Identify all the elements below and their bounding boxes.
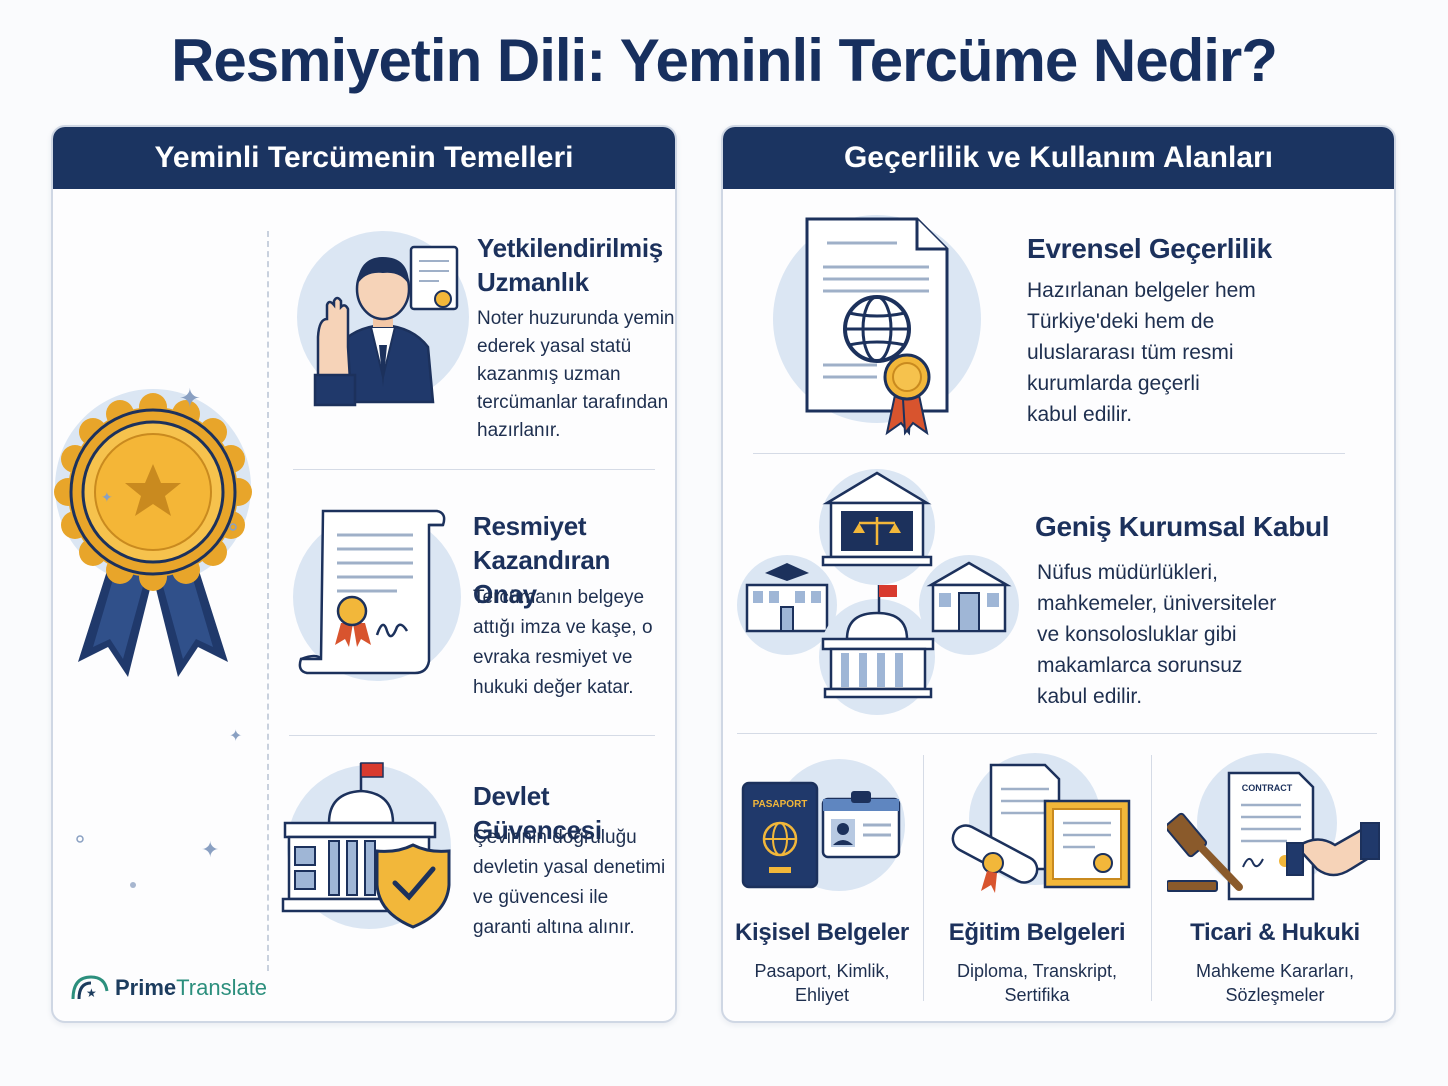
medal-icon: ✦ ✦ ✦ — [54, 384, 252, 677]
title-line: Uzmanlık — [477, 267, 589, 297]
column-divider — [923, 755, 924, 1001]
section-divider — [293, 469, 655, 470]
section-divider — [289, 735, 655, 736]
page-title: Resmiyetin Dili: Yeminli Tercüme Nedir? — [171, 27, 1278, 94]
logo-text-translate: Translate — [176, 975, 268, 1000]
logo-mark-icon: ★ — [71, 975, 109, 1000]
text-line: Türkiye'deki hem de — [1027, 310, 1215, 333]
institutions-icon — [737, 469, 1019, 715]
state-guarantee-text: Çevirinin doğruluğu devletin yasal denet… — [473, 823, 665, 943]
text-line: makamlarca sorunsuz — [1037, 654, 1243, 677]
globe-document-icon — [773, 215, 981, 436]
state-guarantee-title: Devlet Güvencesi — [473, 781, 602, 845]
fundamentals-panel-header: Yeminli Tercümenin Temelleri — [53, 127, 675, 189]
contract-gavel-handshake-icon: CONTRACT — [1167, 753, 1380, 901]
personal-documents-title: Kişisel Belgeler — [735, 919, 909, 946]
text-line: uluslararası tüm resmi — [1027, 341, 1234, 364]
education-documents-title: Eğitim Belgeleri — [948, 919, 1126, 946]
text-line: attığı imza ve kaşe, o — [473, 617, 653, 638]
usage-panel: Geçerlilik ve Kullanım Alanları Evrensel… — [721, 125, 1396, 1023]
text-line: Noter huzurunda yemin — [477, 308, 675, 329]
text-line: kabul edilir. — [1037, 685, 1143, 708]
text-line: Mahkeme Kararları, — [1195, 961, 1355, 981]
education-documents-text: Diploma, Transkript, Sertifika — [923, 959, 1151, 1007]
universal-validity-text: Hazırlanan belgeler hem Türkiye'deki hem… — [1027, 275, 1256, 430]
svg-text:✦: ✦ — [201, 838, 219, 863]
svg-text:★: ★ — [86, 986, 97, 1000]
title-line: Yetkilendirilmiş — [477, 233, 663, 263]
text-line: evraka resmiyet ve — [473, 647, 633, 668]
text-line: devletin yasal denetimi — [473, 857, 666, 878]
text-line: Çevirinin doğruluğu — [473, 827, 637, 848]
logo-text-prime: Prime — [115, 975, 177, 1000]
svg-text:✦: ✦ — [179, 384, 201, 414]
text-line: Sözleşmeler — [1225, 985, 1325, 1005]
text-line: mahkemeler, üniversiteler — [1037, 592, 1277, 615]
section-divider — [737, 733, 1377, 734]
fundamentals-panel: Yeminli Tercümenin Temelleri — [51, 125, 677, 1023]
universal-validity-title: Evrensel Geçerlilik — [1027, 233, 1272, 264]
diploma-certificate-icon — [951, 753, 1131, 893]
column-divider — [1151, 755, 1152, 1001]
authorized-expertise-title: Yetkilendirilmiş Uzmanlık — [477, 231, 663, 299]
institutional-acceptance-text: Nüfus müdürlükleri, mahkemeler, üniversi… — [1037, 557, 1276, 712]
sworn-translator-icon — [297, 231, 469, 407]
text-line: Diploma, Transkript, — [956, 961, 1118, 981]
approval-title: Resmiyet Kazandıran Onay — [473, 509, 675, 611]
contract-badge-text: CONTRACT — [1242, 783, 1293, 793]
text-line: Sertifika — [1004, 985, 1070, 1005]
text-line: Ehliyet — [794, 985, 850, 1005]
text-line: ve konsolosluklar gibi — [1037, 623, 1237, 646]
personal-documents-text: Pasaport, Kimlik, Ehliyet — [723, 959, 921, 1007]
text-line: kurumlarda geçerli — [1027, 372, 1200, 395]
commercial-legal-title: Ticari & Hukuki — [1190, 919, 1360, 946]
title-line: Kazandıran Onay — [473, 545, 611, 609]
text-line: garanti altına alınır. — [473, 917, 635, 938]
text-line: Tercümanın belgeye — [473, 587, 645, 608]
passport-badge-text: PASAPORT — [753, 799, 808, 810]
signed-document-icon — [293, 509, 461, 681]
svg-text:✦: ✦ — [101, 490, 113, 506]
section-divider — [753, 453, 1345, 454]
title-line: Resmiyet — [473, 511, 587, 541]
institutional-acceptance-title: Geniş Kurumsal Kabul — [1035, 511, 1330, 542]
text-line: Hazırlanan belgeler hem — [1027, 279, 1256, 302]
authorized-expertise-text: Noter huzurunda yemin ederek yasal statü… — [477, 305, 675, 445]
text-line: kabul edilir. — [1027, 403, 1133, 426]
prime-translate-logo: ★ PrimeTranslate — [69, 973, 267, 1003]
text-line: hazırlanır. — [477, 420, 561, 441]
commercial-legal-text: Mahkeme Kararları, Sözleşmeler — [1153, 959, 1394, 1007]
text-line: kazanmış uzman — [477, 364, 621, 385]
approval-text: Tercümanın belgeye attığı imza ve kaşe, … — [473, 583, 653, 703]
svg-text:✦: ✦ — [229, 726, 242, 745]
timeline-dashed-line — [267, 231, 269, 971]
text-line: Pasaport, Kimlik, — [754, 961, 890, 981]
text-line: Nüfus müdürlükleri, — [1037, 561, 1218, 584]
text-line: tercümanlar tarafından — [477, 392, 669, 413]
usage-panel-header: Geçerlilik ve Kullanım Alanları — [723, 127, 1394, 189]
text-line: ederek yasal statü — [477, 336, 632, 357]
logo-text: PrimeTranslate — [115, 975, 267, 1001]
text-line: hukuki değer katar. — [473, 677, 634, 698]
sparkle-decoration-icon: ✦ ✦ — [76, 726, 242, 888]
passport-id-icon: PASAPORT — [741, 759, 905, 891]
government-building-shield-icon — [281, 762, 451, 929]
text-line: ve güvencesi ile — [473, 887, 609, 908]
